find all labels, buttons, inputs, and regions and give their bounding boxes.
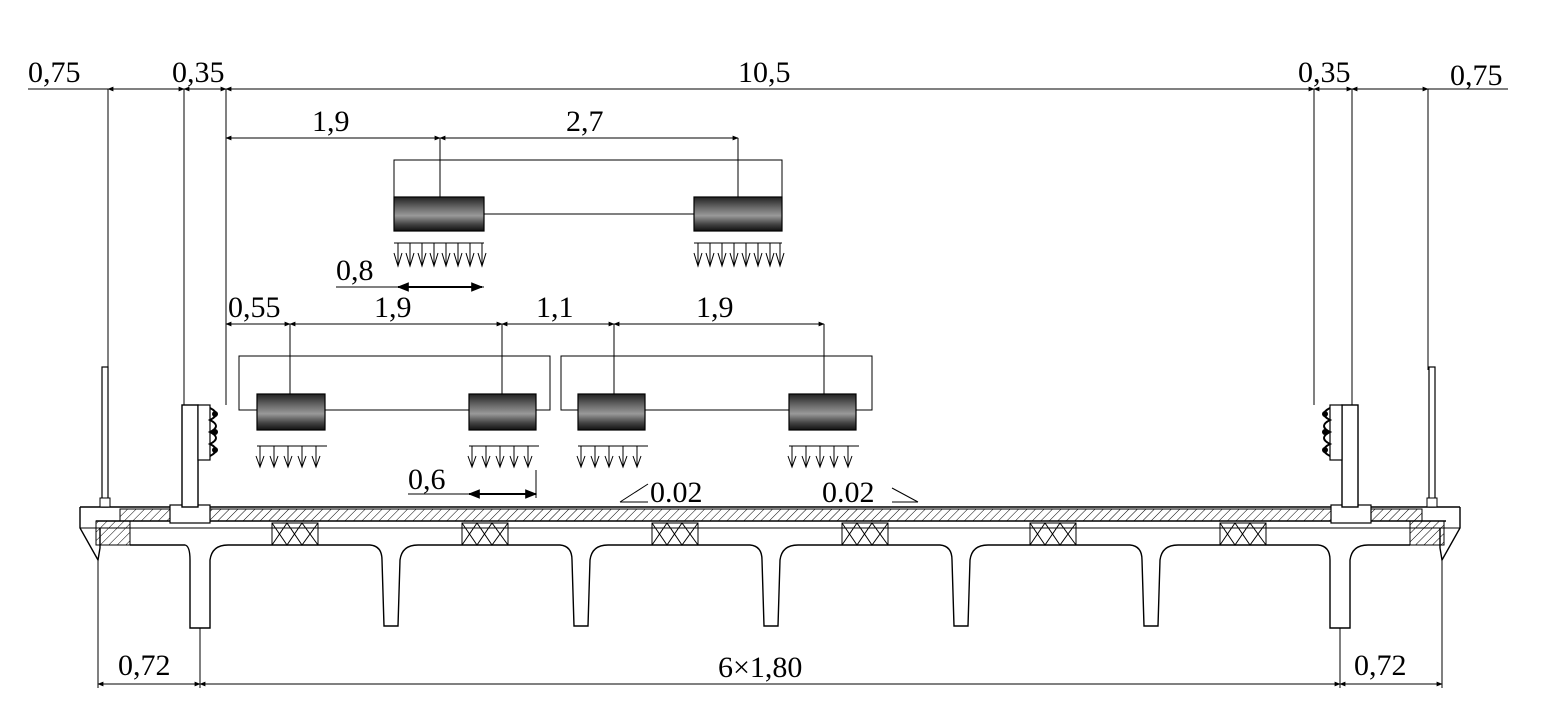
dim-load-b-gap: 1,1	[536, 291, 574, 324]
wheel-b1-right	[468, 393, 537, 431]
load-scheme-a: 1,9 2,7 0,8	[225, 105, 785, 292]
dim-left-sidewalk: 0,75	[28, 56, 81, 89]
wheel-b2-right	[788, 393, 857, 431]
left-safety-barrier	[181, 404, 218, 508]
dim-load-a-wheel-width: 0,8	[336, 254, 374, 287]
dim-left-barrier: 0,35	[172, 56, 225, 89]
wheel-a-left	[393, 196, 485, 232]
wheel-a-right	[693, 196, 783, 232]
right-railing	[1426, 366, 1438, 508]
slope-right-value: 0.02	[822, 476, 875, 509]
distributed-loads-b	[255, 445, 859, 469]
slope-left-value: 0.02	[650, 476, 703, 509]
dim-load-b-spacing-2: 1,9	[696, 291, 734, 324]
left-railing	[99, 366, 111, 508]
dim-right-barrier: 0,35	[1298, 56, 1351, 89]
dim-load-b-spacing-1: 1,9	[374, 291, 412, 324]
deck-structure	[79, 504, 1461, 629]
dim-carriageway: 10,5	[738, 56, 791, 89]
dim-load-a-offset: 1,9	[312, 105, 350, 138]
dim-left-cantilever: 0,72	[118, 649, 171, 682]
dim-right-sidewalk: 0,75	[1450, 59, 1503, 92]
slope-right: 0.02	[822, 476, 919, 509]
bottom-dimension-chain: 0,72 6×1,80 0,72	[97, 560, 1443, 688]
longitudinal-joints	[271, 522, 1267, 546]
wheel-b1-left	[256, 393, 326, 431]
top-dimension-chain: 0,75 0,35 10,5 0,35 0,75	[28, 56, 1508, 405]
slope-left: 0.02	[619, 476, 703, 509]
dim-load-a-axle-spacing: 2,7	[566, 105, 604, 138]
dim-load-b-wheel-width: 0,6	[408, 463, 446, 496]
dim-beams: 6×1,80	[718, 651, 802, 684]
load-scheme-b: 0,55 1,9 1,1 1,9	[225, 291, 873, 499]
dim-load-b-offset: 0,55	[228, 291, 281, 324]
distributed-load-a-right	[693, 242, 785, 268]
right-safety-barrier	[1322, 404, 1359, 508]
dim-right-cantilever: 0,72	[1354, 649, 1407, 682]
wheel-b2-left	[577, 393, 646, 431]
distributed-load-a-left	[393, 242, 487, 268]
